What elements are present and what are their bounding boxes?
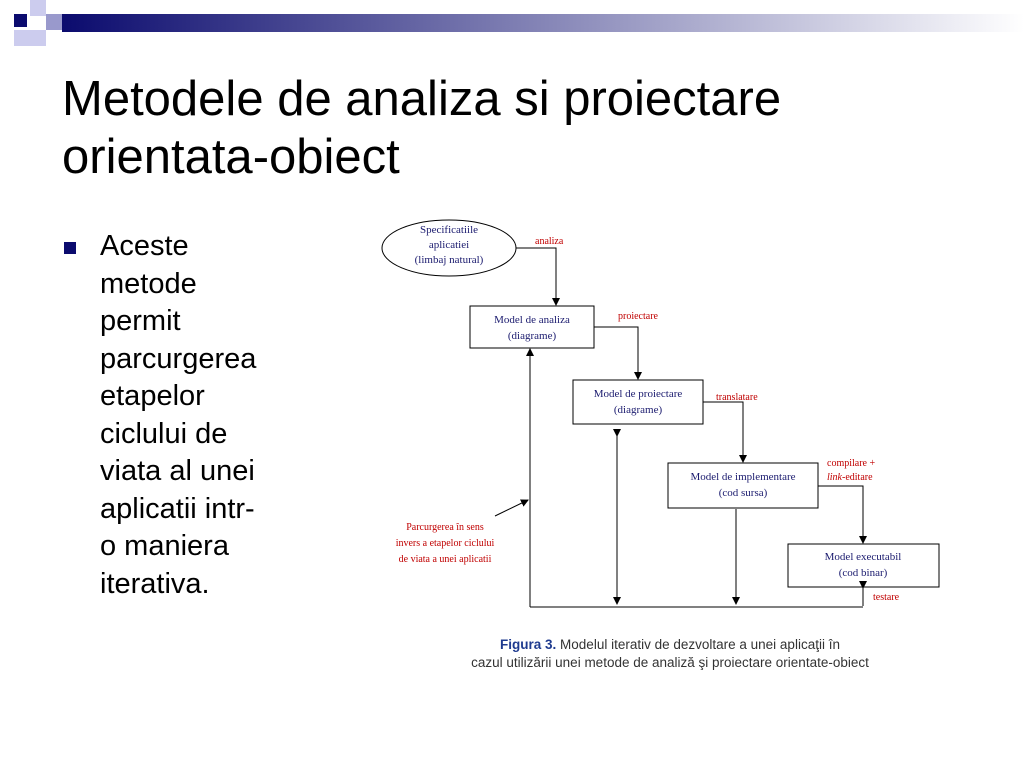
bullet-line: aplicatii intr- [100, 492, 255, 525]
bullet-line: permit [100, 305, 181, 337]
edge-label-testare: testare [873, 592, 900, 603]
iterative-model-diagram: Specificatiile aplicatiei (limbaj natura… [381, 219, 940, 608]
arrow-analiza [516, 247, 560, 306]
figure: Specificatiile aplicatiei (limbaj natura… [370, 210, 970, 680]
caption-line1: Figura 3. Modelul iterativ de dezvoltare… [370, 636, 970, 654]
edge-label-link-editare: link-editare [827, 472, 873, 483]
slide-title: Metodele de analiza si proiectare orient… [62, 70, 962, 186]
header-square [30, 30, 46, 46]
edge-label-link: link [827, 472, 843, 483]
header-gradient-bar [62, 14, 1024, 32]
model-proiectare-label: (diagrame) [614, 404, 663, 416]
bullet-line: etapelor [100, 380, 205, 412]
model-executabil-label: (cod binar) [839, 567, 888, 579]
model-analiza-label: (diagrame) [508, 330, 557, 342]
slide-title-line1: Metodele de analiza si proiectare [62, 72, 782, 126]
model-proiectare-box [572, 379, 704, 425]
caption-line2: cazul utilizării unei metode de analiză … [471, 655, 869, 670]
model-implementare-label: (cod sursa) [719, 487, 768, 499]
spec-label: Specificatiile [420, 224, 478, 236]
arrow-translatare [703, 401, 747, 463]
model-analiza-label: Model de analiza [494, 314, 570, 326]
bullet-line: o maniera [100, 530, 229, 562]
edge-label-compilare: compilare + [827, 458, 875, 469]
header-square [46, 14, 62, 30]
bullet-line: metode [100, 267, 197, 300]
figure-caption: Figura 3. Modelul iterativ de dezvoltare… [370, 636, 970, 672]
bullet-line: iterativa. [100, 567, 210, 600]
model-executabil-label: Model executabil [825, 551, 902, 563]
edge-label-translatare: translatare [716, 392, 758, 403]
reverse-note-line: de viata a unei aplicatii [399, 554, 492, 565]
bullet-line: parcurgerea [100, 342, 257, 375]
reverse-note-arrow [494, 499, 529, 517]
edge-label-analiza: analiza [535, 236, 564, 247]
model-executabil-box [787, 543, 940, 588]
reverse-note-line: Parcurgerea în sens [406, 522, 484, 533]
caption-label: Figura 3. [500, 637, 557, 652]
header-square [14, 14, 27, 27]
reverse-note-line: invers a etapelor ciclului [396, 538, 495, 549]
edge-label-editare: -editare [842, 472, 873, 483]
header-square [30, 0, 46, 16]
bullet-square-icon [64, 242, 76, 254]
model-implementare-box [667, 462, 819, 509]
arrow-compilare [818, 485, 867, 544]
arrow-proiectare [594, 326, 642, 380]
bullet-line: Aceste [100, 230, 189, 262]
edge-label-proiectare: proiectare [618, 311, 659, 322]
slide-title-line2: orientata-obiect [62, 130, 400, 184]
header-decoration [14, 0, 1024, 46]
model-implementare-label: Model de implementare [690, 471, 795, 483]
spec-label: aplicatiei [429, 239, 469, 251]
spec-label: (limbaj natural) [415, 254, 484, 266]
bullet-line: viata al unei [100, 455, 255, 487]
bullet-line: ciclului de [100, 417, 228, 450]
bullet-item: Aceste metode permit parcurgerea etapelo… [100, 228, 330, 603]
model-proiectare-label: Model de proiectare [594, 388, 683, 400]
caption-line1-rest: Modelul iterativ de dezvoltare a unei ap… [556, 637, 840, 652]
header-square [14, 30, 30, 46]
